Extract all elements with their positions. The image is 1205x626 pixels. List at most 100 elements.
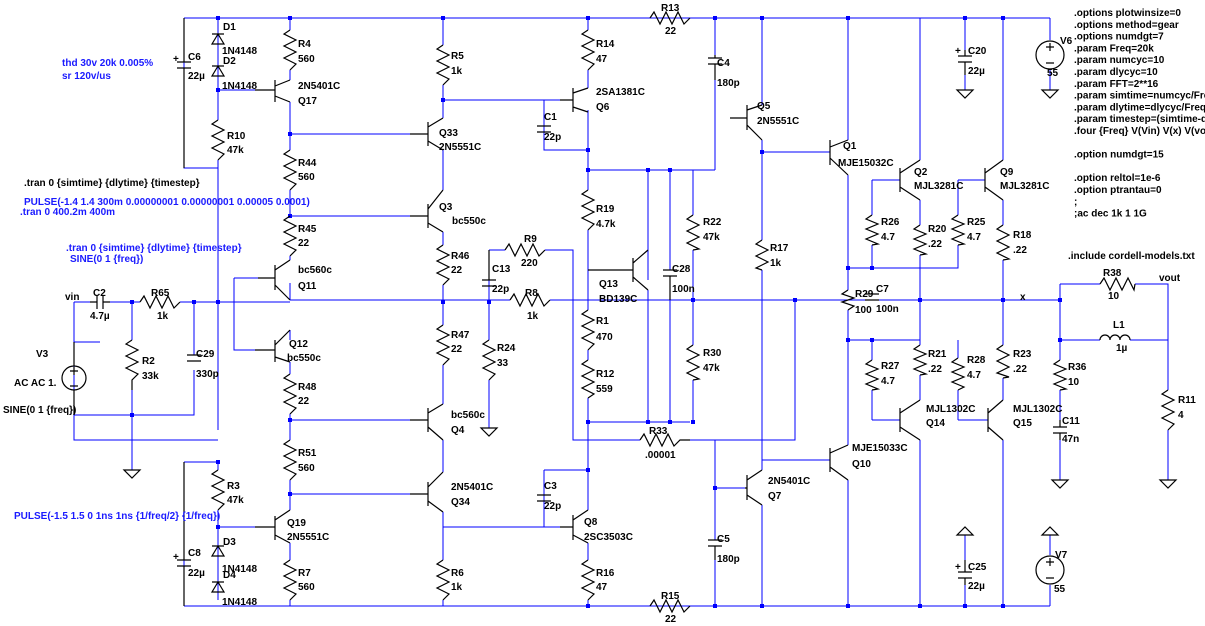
diode-D1 <box>210 32 226 45</box>
label-Q5: Q5 <box>757 101 771 112</box>
value-C11: 47n <box>1062 434 1079 445</box>
label-R10: R10 <box>227 131 246 142</box>
label-R15: R15 <box>661 591 680 602</box>
directive-option-line: .options method=gear <box>1074 20 1179 31</box>
spice-directives: thd 30v 20k 0.005% sr 120v/us .tran 0 {s… <box>3 8 1205 522</box>
label-R19: R19 <box>596 204 615 215</box>
directive-sine1: SINE(0 1 {freq}) <box>70 254 143 265</box>
resistor-R22 <box>685 214 701 251</box>
label-R28: R28 <box>967 355 986 366</box>
value-C3: 22p <box>544 501 561 512</box>
resistor-R45 <box>282 215 298 257</box>
resistor-R24 <box>481 339 497 381</box>
value-Q12: bc550c <box>287 353 321 364</box>
label-C20: C20 <box>968 46 987 57</box>
options-block: .options plotwinsize=0.options method=ge… <box>1074 8 1205 220</box>
label-V7: V7 <box>1055 550 1068 561</box>
label-R13: R13 <box>661 3 680 14</box>
diode-D2 <box>210 64 226 77</box>
sources <box>61 40 1065 585</box>
label-Q1: Q1 <box>843 141 857 152</box>
value-C29: 330p <box>196 369 219 380</box>
label-R16: R16 <box>596 568 615 579</box>
ground-symbol <box>122 469 142 479</box>
transistor-Q19 <box>255 509 291 544</box>
diodes <box>210 32 226 593</box>
value-C20: 22µ <box>968 66 985 77</box>
value-R6: 1k <box>451 582 463 593</box>
directive-v3-ac: AC AC 1. <box>14 378 57 389</box>
value-C5: 180p <box>717 554 740 565</box>
resistor-R4 <box>282 29 298 71</box>
label-R12: R12 <box>596 369 615 380</box>
label-R38: R38 <box>1103 268 1122 279</box>
value-Q10: MJE15033C <box>852 443 908 454</box>
label-Q14: Q14 <box>926 418 945 429</box>
label-Q8: Q8 <box>584 517 598 528</box>
value-R14: 47 <box>596 54 608 65</box>
value-Q2: MJL3281C <box>914 181 963 192</box>
transistors <box>255 79 1004 544</box>
value-R44: 560 <box>298 172 315 183</box>
capacitor-C4 <box>708 55 722 80</box>
label-R6: R6 <box>451 568 464 579</box>
directive-option-line: .option reltol=1e-6 <box>1074 173 1161 184</box>
value-Q34: 2N5401C <box>451 482 493 493</box>
resistor-R6 <box>435 559 451 601</box>
capacitor-C11 <box>1053 420 1067 440</box>
resistor-R7 <box>282 559 298 601</box>
value-R16: 47 <box>596 582 608 593</box>
transistor-Q13 <box>588 249 649 291</box>
label-R33: R33 <box>649 426 668 437</box>
capacitors: + + + + <box>90 18 1067 606</box>
label-C1: C1 <box>544 112 557 123</box>
label-Q34: Q34 <box>451 497 470 508</box>
transistor-Q15 <box>987 399 1004 441</box>
source-V3 <box>61 342 87 415</box>
value-C7: 100n <box>876 304 899 315</box>
value-R8: 1k <box>527 311 539 322</box>
resistor-R44 <box>282 149 298 191</box>
value-R25: 4.7 <box>967 232 981 243</box>
ground-symbol <box>1040 89 1060 99</box>
label-Q10: Q10 <box>852 459 871 470</box>
value-R13: 22 <box>665 26 677 37</box>
resistor-R51 <box>282 439 298 481</box>
value-R3: 47k <box>227 495 244 506</box>
value-Q14: MJL1302C <box>926 404 975 415</box>
transistor-Q1 <box>829 139 849 176</box>
value-Q3: bc550c <box>452 216 486 227</box>
value-R46: 22 <box>451 265 463 276</box>
label-C28: C28 <box>672 264 691 275</box>
label-R26: R26 <box>881 217 900 228</box>
resistor-R5 <box>435 44 451 86</box>
label-R29: R29 <box>855 289 874 300</box>
transistor-Q34 <box>410 471 444 513</box>
resistor-R11 <box>1160 389 1176 431</box>
capacitor-C1 <box>537 125 551 133</box>
value-R15: 22 <box>665 614 677 625</box>
value-Q5: 2N5551C <box>757 116 799 127</box>
ground-symbol <box>955 89 975 99</box>
value-D2: 1N4148 <box>222 81 257 92</box>
note-thd: thd 30v 20k 0.005% <box>62 58 153 69</box>
diode-D3 <box>210 544 226 557</box>
directive-option-line: .four {Freq} V(Vin) V(x) V(vou <box>1074 126 1205 137</box>
label-R27: R27 <box>881 361 900 372</box>
directive-option-line: .param numcyc=10 <box>1074 55 1165 66</box>
capacitor-C28 <box>663 269 677 300</box>
resistor-R8 <box>509 292 551 308</box>
transistor-Q7 <box>745 469 763 506</box>
value-R51: 560 <box>298 463 315 474</box>
resistor-R17 <box>754 239 770 271</box>
value-R33: .00001 <box>645 450 676 461</box>
value-R17: 1k <box>770 258 782 269</box>
resistor-R12 <box>580 359 596 399</box>
net-vin: vin <box>65 292 79 303</box>
value-R2: 33k <box>142 371 159 382</box>
resistor-R21 <box>912 344 929 376</box>
value-R48: 22 <box>298 396 310 407</box>
capacitor-C3 <box>537 494 551 502</box>
resistor-R10 <box>210 119 226 161</box>
